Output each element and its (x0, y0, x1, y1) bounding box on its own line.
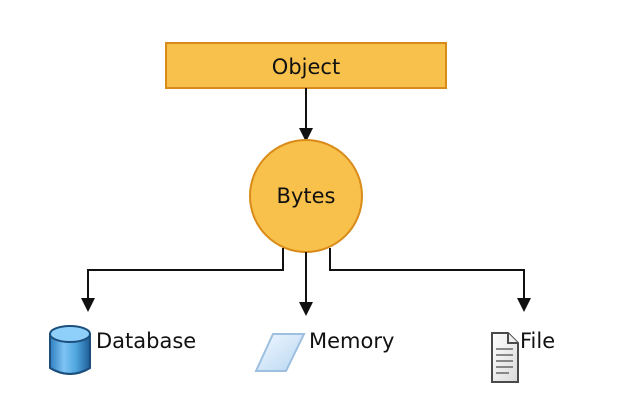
bytes-node: Bytes (249, 139, 363, 253)
bytes-to-memory-arrow (299, 252, 313, 316)
memory-label: Memory (309, 329, 394, 353)
object-to-bytes-arrow (299, 88, 313, 142)
object-label: Object (272, 55, 340, 79)
bytes-to-database-arrow (81, 248, 284, 312)
database-icon (49, 325, 91, 375)
file-target: File (491, 329, 555, 383)
object-box (165, 42, 447, 89)
bytes-label: Bytes (277, 184, 336, 208)
memory-icon (254, 333, 306, 372)
bytes-to-file-arrow (329, 248, 531, 312)
file-label: File (520, 329, 555, 353)
file-icon (491, 332, 519, 383)
object-node: Object (165, 42, 447, 89)
database-target: Database (49, 325, 196, 375)
database-label: Database (96, 329, 196, 353)
memory-target: Memory (254, 329, 394, 372)
